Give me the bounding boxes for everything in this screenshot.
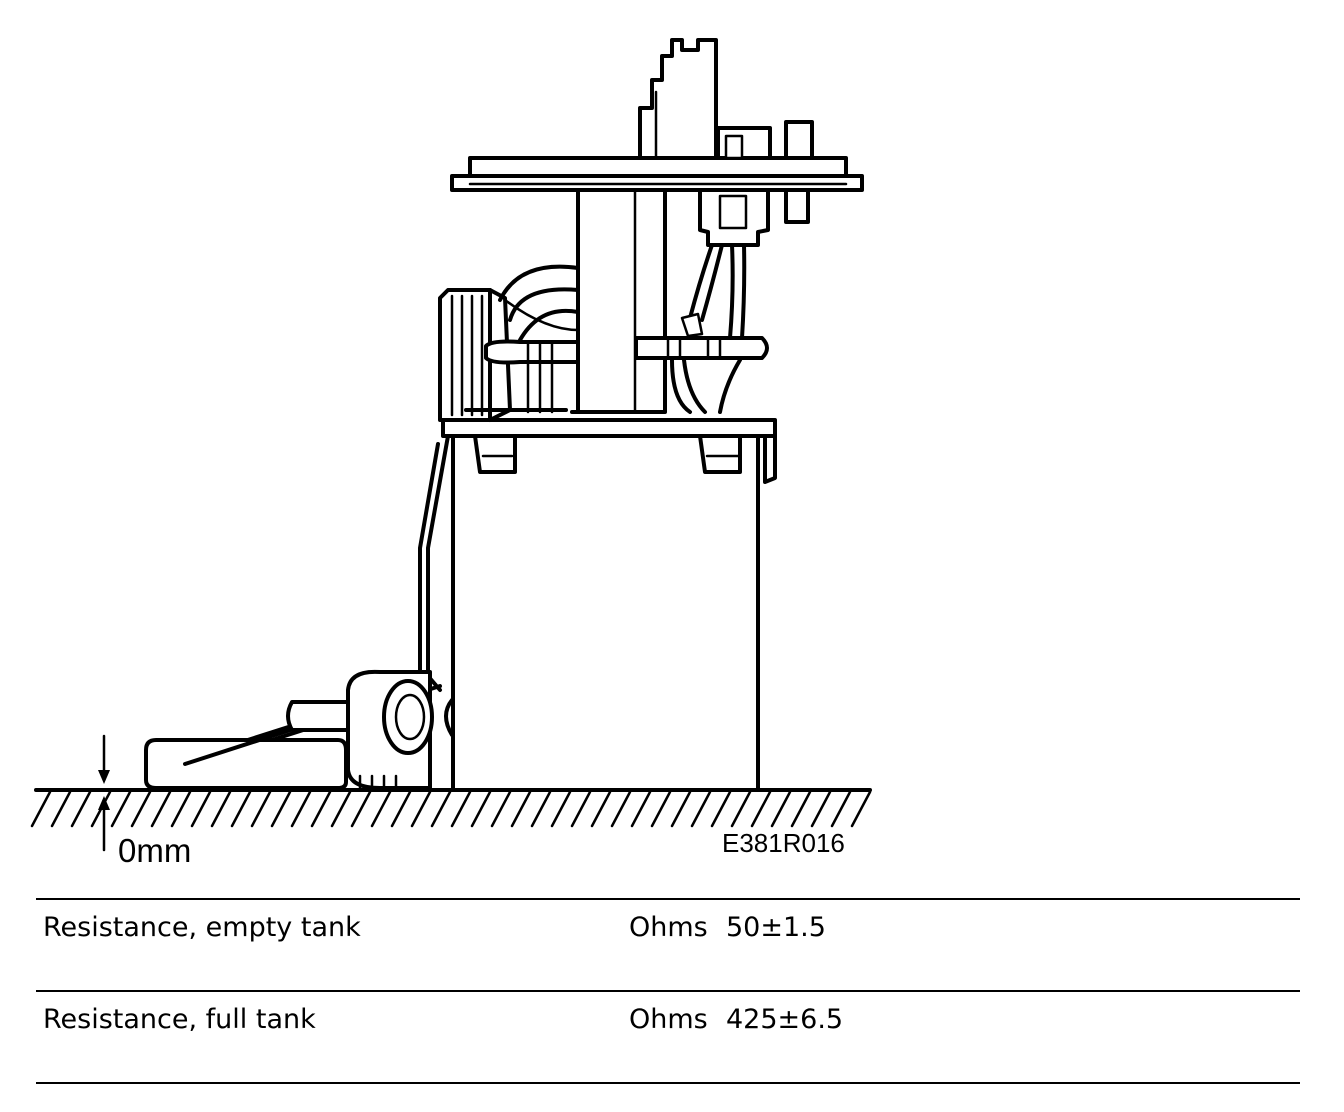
flange-fittings: [698, 188, 810, 247]
table-rule: [36, 898, 1300, 900]
hatch-line: [550, 790, 572, 828]
hatch-line: [410, 790, 432, 828]
hatch-line: [450, 790, 472, 828]
central-pump-tube: [570, 188, 667, 414]
electrical-connector: [638, 38, 814, 160]
horizontal-hoses: [484, 336, 769, 365]
spec-label: Resistance, full tank: [43, 1004, 316, 1035]
lower-supports: [464, 358, 742, 414]
spec-row-empty: Resistance, empty tank Ohms 50±1.5: [36, 900, 1300, 990]
hatch-line: [710, 790, 732, 828]
hatch-line: [210, 790, 232, 828]
spec-unit: Ohms: [629, 1004, 708, 1035]
hatch-line: [150, 790, 172, 828]
hatch-line: [370, 790, 392, 828]
table-rule: [36, 990, 1300, 992]
hatch-line: [350, 790, 372, 828]
ground-surface: [30, 788, 872, 828]
hatch-line: [750, 790, 772, 828]
pump-canister: [444, 434, 760, 792]
hatch-line: [330, 790, 352, 828]
hatch-line: [50, 790, 72, 828]
figure-code: E381R016: [722, 828, 845, 858]
hatch-line: [470, 790, 492, 828]
hatch-line: [290, 790, 312, 828]
spec-unit: Ohms: [629, 912, 708, 943]
fuel-float: [144, 738, 348, 790]
hatch-line: [390, 790, 412, 828]
spec-value: 425±6.5: [726, 1004, 844, 1035]
spec-row-full: Resistance, full tank Ohms 425±6.5: [36, 992, 1300, 1082]
resistance-spec-table: Resistance, empty tank Ohms 50±1.5 Resis…: [36, 898, 1300, 1084]
hatch-line: [190, 790, 212, 828]
wire-harness: [680, 243, 747, 340]
table-rule: [36, 1082, 1300, 1084]
hatch-line: [130, 790, 152, 828]
hatch-line: [630, 790, 652, 828]
hatch-line: [670, 790, 692, 828]
hatch-line: [310, 790, 332, 828]
hatch-line: [730, 790, 752, 828]
hatch-line: [170, 790, 192, 828]
hatch-line: [570, 790, 592, 828]
hatch-line: [770, 790, 792, 828]
canister-ledge: [441, 418, 777, 484]
mounting-flange: [450, 156, 864, 192]
hatch-line: [610, 790, 632, 828]
hatch-line: [530, 790, 552, 828]
hatch-line: [30, 790, 52, 828]
hatch-line: [590, 790, 612, 828]
hatch-line: [850, 790, 872, 828]
hatch-line: [650, 790, 672, 828]
hatch-line: [830, 790, 852, 828]
sender-unit: [286, 669, 434, 792]
hatch-line: [70, 790, 92, 828]
hatch-line: [490, 790, 512, 828]
spec-label: Resistance, empty tank: [43, 912, 361, 943]
spec-value: 50±1.5: [726, 912, 826, 943]
hatch-line: [250, 790, 272, 828]
diagram-svg: 0mm E381R016: [30, 38, 872, 869]
hatch-line: [790, 790, 812, 828]
hatch-line: [110, 790, 132, 828]
fuel-level-sender-diagram: 0mm E381R016: [30, 38, 872, 869]
hatch-line: [230, 790, 252, 828]
hatch-line: [270, 790, 292, 828]
hatch-line: [430, 790, 452, 828]
zero-height-dimension: [98, 734, 110, 852]
hatch-line: [510, 790, 532, 828]
curved-hose: [498, 264, 580, 342]
hatch-line: [690, 790, 712, 828]
zero-height-label: 0mm: [118, 832, 191, 869]
hatch-line: [810, 790, 832, 828]
